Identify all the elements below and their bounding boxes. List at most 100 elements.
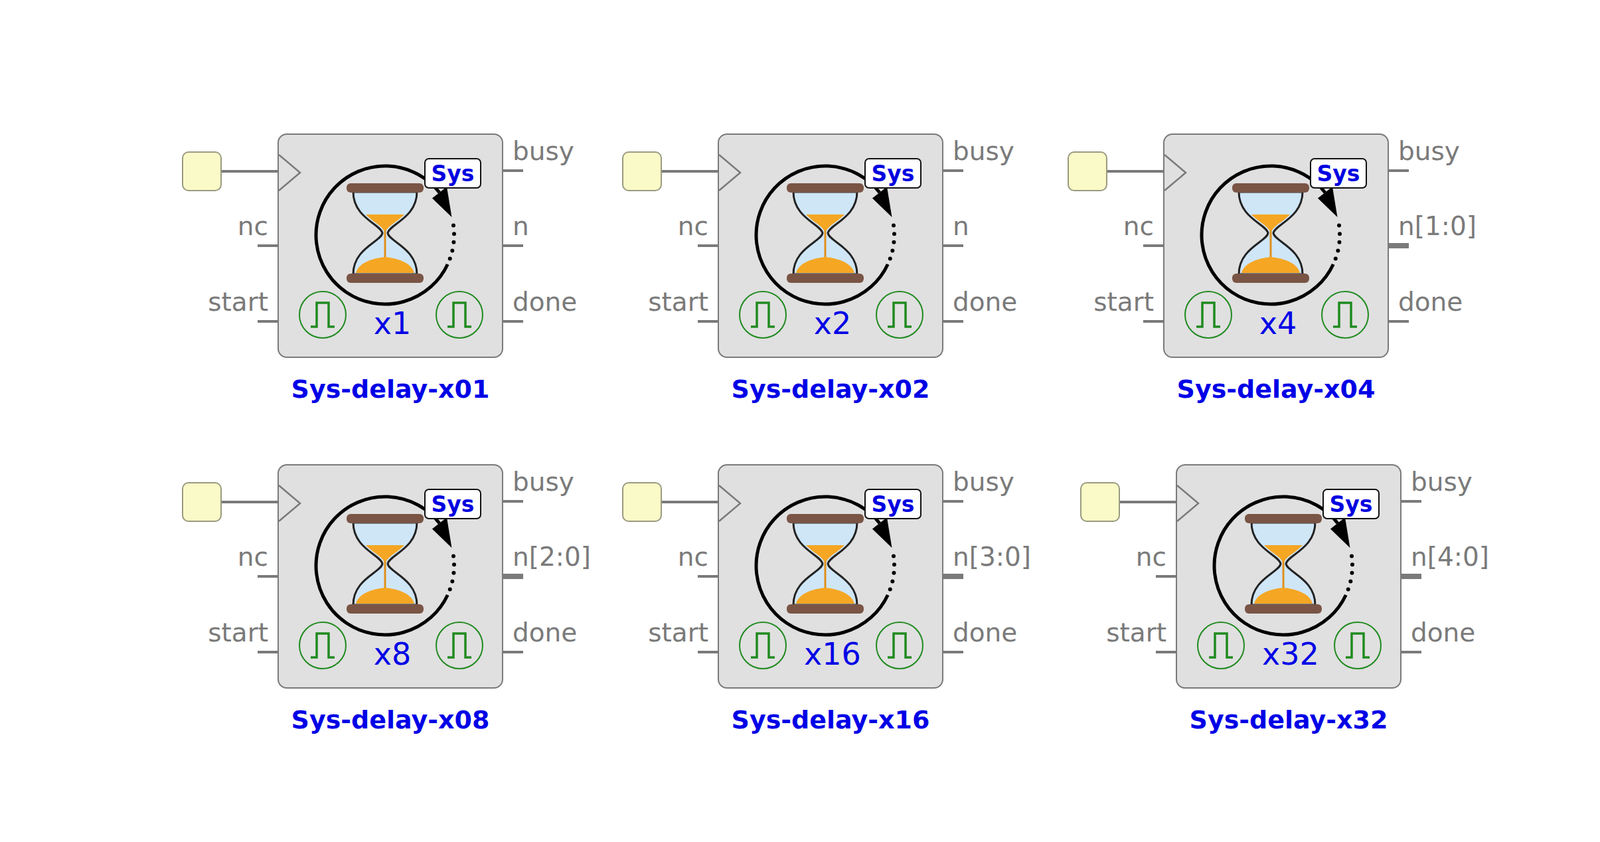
sys-badge: Sys <box>864 488 922 520</box>
cycle-dot <box>1333 256 1338 261</box>
pulse-symbol <box>1321 291 1369 338</box>
pulse-symbol <box>876 291 923 338</box>
cycle-dot <box>451 554 456 559</box>
cycle-dot <box>1337 240 1342 245</box>
pin-stub <box>943 244 964 247</box>
pin-name: nc <box>237 213 269 240</box>
pin-name: done <box>952 619 1018 646</box>
pin-stub <box>1143 244 1164 247</box>
cycle-dot <box>1335 248 1340 253</box>
pin-stub <box>943 169 964 172</box>
clock-wire <box>661 169 718 173</box>
pin-name: done <box>1398 288 1463 315</box>
multiplier-label: x16 <box>803 638 862 670</box>
cycle-dot <box>451 240 456 245</box>
pin-name: busy <box>1398 138 1460 164</box>
clock-wire <box>221 500 278 504</box>
cycle-dot <box>892 231 897 236</box>
pin-name: busy <box>952 138 1015 164</box>
clock-triangle <box>719 485 741 522</box>
block-caption: Sys-delay-x01 <box>291 376 490 402</box>
cycle-dot <box>888 587 893 592</box>
clock-wire <box>661 500 718 504</box>
cycle-dot <box>891 554 896 559</box>
pulse-symbol <box>299 622 346 669</box>
cycle-arrowhead <box>1317 186 1338 218</box>
pin-stub <box>257 574 278 578</box>
pin-stub <box>943 320 964 323</box>
clock-source <box>622 152 662 191</box>
pulse-symbol <box>299 291 346 338</box>
pulse-symbol <box>739 291 787 338</box>
pin-name: done <box>1410 619 1476 646</box>
pin-name: busy <box>952 468 1015 495</box>
cycle-arrowhead <box>432 517 453 548</box>
pin-stub <box>697 320 718 323</box>
cycle-dot <box>890 248 895 253</box>
cycle-dot <box>450 248 455 253</box>
bus-pin-stub <box>943 573 964 579</box>
delay-block: Sysx16Sys-delay-x16 <box>717 464 944 689</box>
pin-name: nc <box>677 213 709 240</box>
pulse-symbol <box>739 622 787 669</box>
pin-name: busy <box>512 138 575 164</box>
pin-stub <box>503 244 524 247</box>
pin-stub <box>503 320 524 323</box>
pin-name: start <box>1093 288 1154 315</box>
block-caption: Sys-delay-x32 <box>1189 707 1389 733</box>
pulse-symbol <box>436 291 483 338</box>
clock-triangle <box>1164 154 1186 191</box>
pin-stub <box>1401 650 1422 654</box>
delay-block: Sysx1Sys-delay-x01 <box>277 133 504 358</box>
pin-name: busy <box>512 468 575 495</box>
cycle-arrowhead <box>1330 517 1351 548</box>
cycle-dot <box>890 578 895 583</box>
cycle-dot <box>450 578 455 583</box>
pin-stub <box>697 244 718 247</box>
pin-name: start <box>647 619 709 646</box>
pin-name: nc <box>1123 213 1154 240</box>
pin-name: done <box>512 619 577 646</box>
pin-name: nc <box>677 543 709 570</box>
pin-name: start <box>647 288 709 315</box>
cycle-dot <box>451 223 456 228</box>
delay-block: Sysx2Sys-delay-x02 <box>717 133 944 358</box>
hourglass-icon <box>346 183 424 283</box>
multiplier-label: x4 <box>1259 308 1298 339</box>
multiplier-label: x32 <box>1262 638 1320 670</box>
pin-stub <box>697 574 718 578</box>
cycle-dot <box>448 587 453 592</box>
clock-wire <box>221 169 278 173</box>
pin-stub <box>1388 169 1409 172</box>
clock-triangle <box>278 154 301 191</box>
pin-name: n <box>952 213 970 240</box>
pin-name: busy <box>1410 468 1473 495</box>
cycle-dot <box>888 256 893 261</box>
pin-stub <box>943 650 964 654</box>
pin-name: n[2:0] <box>512 543 591 570</box>
cycle-dot <box>1350 562 1355 567</box>
cycle-arrowhead <box>872 517 893 548</box>
cycle-dot <box>452 231 457 236</box>
bus-pin-stub <box>503 573 524 579</box>
clock-triangle <box>719 154 741 191</box>
hourglass-icon <box>786 183 864 283</box>
hourglass-icon <box>786 513 864 614</box>
pin-name: n[4:0] <box>1410 543 1490 570</box>
hourglass-icon <box>1244 513 1322 614</box>
cycle-dot <box>1349 554 1354 559</box>
cycle-dot <box>891 570 896 575</box>
delay-block: Sysx4Sys-delay-x04 <box>1163 133 1389 358</box>
cycle-dot <box>891 240 896 245</box>
sys-badge: Sys <box>1322 488 1380 520</box>
pin-stub <box>1388 320 1409 323</box>
pin-name: n[1:0] <box>1398 213 1477 240</box>
cycle-arrowhead <box>432 186 453 218</box>
sys-badge: Sys <box>864 158 922 189</box>
sys-badge: Sys <box>1309 158 1367 189</box>
cycle-dot <box>1337 223 1342 228</box>
delay-block: Sysx32Sys-delay-x32 <box>1175 464 1402 689</box>
pulse-symbol <box>1197 622 1245 669</box>
clock-source <box>622 482 662 522</box>
pin-stub <box>257 244 278 247</box>
